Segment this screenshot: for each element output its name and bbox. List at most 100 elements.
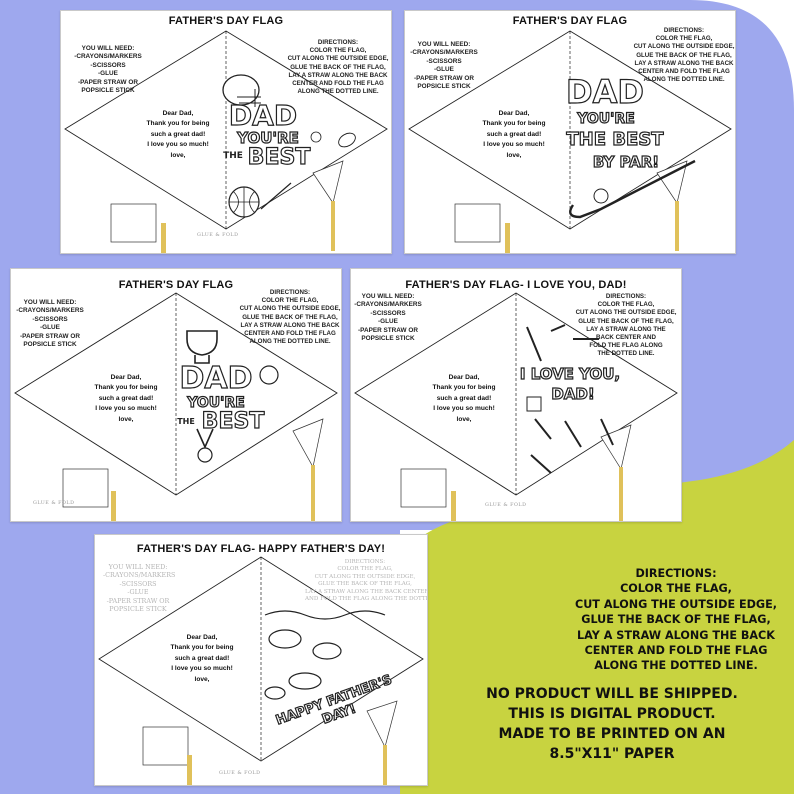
- dir-line: BACK CENTER AND: [596, 334, 656, 342]
- need-line: YOU WILL NEED:: [108, 563, 168, 571]
- dad-art-text: DAD!: [551, 384, 596, 403]
- need-line: -GLUE: [40, 324, 60, 332]
- dir-line: LAY A STRAW ALONG THE BACK: [634, 59, 734, 67]
- need-line: -CRAYONS/MARKERS: [103, 571, 176, 580]
- need-line: -GLUE: [127, 588, 149, 597]
- kite-outline: [14, 292, 338, 521]
- note-line: Thank you for being: [94, 384, 158, 392]
- glue-fold-label: GLUE & FOLD: [219, 771, 261, 776]
- directions-block: DIRECTIONS:COLOR THE FLAG,CUT ALONG THE …: [305, 559, 427, 603]
- dir-line: LAY A STRAW ALONG THE BACK: [240, 321, 340, 329]
- need-line: -PAPER STRAW OR: [414, 74, 474, 82]
- dir-line: GLUE THE BACK OF THE FLAG,: [242, 313, 338, 321]
- need-line: POPSICLE STICK: [417, 83, 471, 91]
- supply-list: YOU WILL NEED:-CRAYONS/MARKERS-SCISSORS-…: [353, 293, 423, 343]
- dir-line: DIRECTIONS:: [317, 39, 359, 46]
- flag-title: FATHER'S DAY FLAG: [168, 15, 284, 27]
- note-line: Thank you for being: [146, 120, 210, 128]
- dir-line: ALONG THE DOTTED LINE.: [643, 76, 725, 84]
- youre-art-text: YOU'RE: [237, 128, 300, 147]
- dir-line: LAY A STRAW ALONG THE BACK: [288, 71, 388, 79]
- dad-art-text: DAD: [565, 72, 644, 111]
- kite-outline: [64, 30, 388, 253]
- dir-line: CUT ALONG THE OUTSIDE EDGE,: [575, 309, 677, 317]
- flag-sheet-4: FATHER'S DAY FLAG- I LOVE YOU, DAD! YOU …: [350, 268, 682, 522]
- flag-sheet-3: FATHER'S DAY FLAG YOU WILL NEED:-CRAYONS…: [10, 268, 342, 522]
- note-line: Dear Dad,: [498, 110, 530, 117]
- flag-title: FATHER'S DAY FLAG: [512, 15, 628, 27]
- dad-art-text: DAD: [179, 360, 253, 396]
- dir-line: GLUE THE BACK OF THE FLAG,: [578, 317, 674, 325]
- glue-fold-label: GLUE & FOLD: [197, 233, 239, 238]
- need-line: -GLUE: [98, 70, 118, 78]
- i-love-you-art-text: I LOVE YOU,: [519, 364, 621, 383]
- directions-block: DIRECTIONS:COLOR THE FLAG,CUT ALONG THE …: [235, 289, 341, 346]
- dir-line: GLUE THE BACK OF THE FLAG,: [636, 51, 732, 59]
- notice-line: NO PRODUCT WILL BE SHIPPED.: [486, 686, 738, 702]
- note-line: love,: [456, 415, 472, 423]
- need-line: -CRAYONS/MARKERS: [74, 53, 142, 61]
- best-art-text: BEST: [247, 144, 311, 170]
- note-line: I love you so much!: [433, 405, 495, 413]
- need-line: -SCISSORS: [32, 315, 68, 323]
- note-line: love,: [194, 675, 210, 683]
- dir-line: ALONG THE DOTTED LINE.: [249, 338, 331, 346]
- flag-sheet-1: FATHER'S DAY FLAG YOU WILL NEED:-CRAYONS…: [60, 10, 392, 254]
- need-line: -CRAYONS/MARKERS: [16, 307, 84, 315]
- need-line: -SCISSORS: [90, 61, 126, 69]
- dir-line: FOLD THE FLAG ALONG: [589, 342, 663, 350]
- dir-line: DIRECTIONS:: [663, 27, 705, 34]
- dir-line: CENTER AND FOLD THE FLAG: [638, 68, 730, 76]
- note-line: I love you so much!: [147, 141, 209, 149]
- need-line: YOU WILL NEED:: [361, 293, 415, 300]
- note-line: I love you so much!: [483, 141, 545, 149]
- dir-line: COLOR THE FLAG,: [597, 301, 655, 309]
- flag-sheet-5: FATHER'S DAY FLAG- HAPPY FATHER'S DAY! Y…: [94, 534, 428, 786]
- notice-line: MADE TO BE PRINTED ON AN: [498, 726, 726, 742]
- directions-block: DIRECTIONS:COLOR THE FLAG,CUT ALONG THE …: [571, 293, 681, 359]
- dir-line: DIRECTIONS:: [269, 289, 311, 296]
- glue-fold-label: GLUE & FOLD: [33, 501, 75, 506]
- youre-art-text: YOU'RE: [187, 394, 246, 411]
- need-line: -SCISSORS: [370, 309, 406, 317]
- note-line: such a great dad!: [98, 394, 154, 402]
- directions-line: DIRECTIONS:: [635, 567, 717, 580]
- note-line: Thank you for being: [432, 384, 496, 392]
- dear-dad-note: Dear Dad, Thank you for being such a great…: [419, 373, 509, 425]
- dear-dad-note: Dear Dad, Thank you for being such a great…: [469, 109, 559, 161]
- notice-line: THIS IS DIGITAL PRODUCT.: [508, 706, 716, 722]
- note-line: love,: [118, 415, 134, 423]
- note-line: such a great dad!: [486, 130, 542, 138]
- dir-line: DIRECTIONS:: [344, 559, 386, 565]
- glue-fold-label: GLUE & FOLD: [485, 503, 527, 508]
- need-line: -GLUE: [434, 66, 454, 74]
- supply-list: YOU WILL NEED:-CRAYONS/MARKERS-SCISSORS-…: [409, 41, 479, 91]
- flag-sheet-2: FATHER'S DAY FLAG YOU WILL NEED:-CRAYONS…: [404, 10, 736, 254]
- note-line: love,: [506, 151, 522, 159]
- note-line: such a great dad!: [174, 654, 230, 662]
- note-line: such a great dad!: [436, 394, 492, 402]
- note-line: Thank you for being: [170, 644, 234, 652]
- need-line: -SCISSORS: [119, 579, 157, 588]
- dir-line: COLOR THE FLAG,: [309, 47, 367, 55]
- need-line: -GLUE: [378, 318, 398, 326]
- need-line: -PAPER STRAW OR: [106, 596, 170, 605]
- note-line: Thank you for being: [482, 120, 546, 128]
- need-line: -PAPER STRAW OR: [20, 332, 80, 340]
- need-line: YOU WILL NEED:: [81, 45, 135, 52]
- note-line: I love you so much!: [171, 665, 233, 673]
- dir-line: COLOR THE FLAG,: [261, 297, 319, 305]
- dir-line: CUT ALONG THE OUTSIDE EDGE,: [314, 573, 416, 580]
- youre-art-text: YOU'RE: [577, 110, 636, 127]
- flag-title: FATHER'S DAY FLAG: [118, 279, 234, 291]
- dir-line: AND FOLD THE FLAG ALONG THE DOTTED LINE.: [305, 596, 427, 603]
- note-line: Dear Dad,: [448, 374, 480, 381]
- the-art-text: THE: [177, 417, 195, 426]
- directions-line: ALONG THE DOTTED LINE.: [594, 659, 758, 673]
- digital-product-notice: NO PRODUCT WILL BE SHIPPED. THIS IS DIGI…: [452, 684, 772, 764]
- directions-line: LAY A STRAW ALONG THE BACK: [577, 628, 775, 642]
- notice-line: 8.5"X11" PAPER: [549, 746, 675, 762]
- dir-line: GLUE THE BACK OF THE FLAG,: [290, 63, 386, 71]
